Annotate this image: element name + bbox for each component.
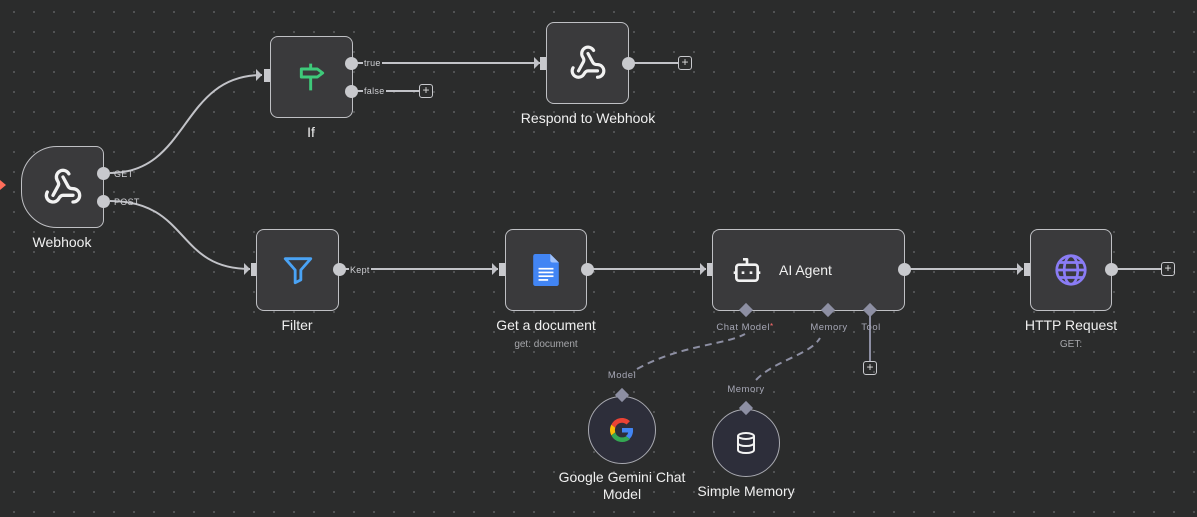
output-port-false[interactable]	[345, 85, 358, 98]
port-label-kept: Kept	[349, 265, 371, 275]
signpost-icon	[299, 63, 324, 91]
add-node-after-http-button[interactable]: +	[1161, 262, 1175, 276]
robot-icon	[733, 258, 761, 282]
input-port-http[interactable]	[1024, 263, 1031, 276]
edge-gemini-to-agent-chatmodel	[636, 333, 746, 370]
node-label-agent: AI Agent	[779, 262, 832, 278]
connector-label-tool: Tool	[861, 322, 881, 333]
node-filter[interactable]	[256, 229, 339, 311]
node-respond-to-webhook[interactable]	[546, 22, 629, 104]
funnel-icon	[283, 257, 312, 285]
node-webhook[interactable]	[21, 146, 104, 228]
add-node-after-respond-button[interactable]: +	[678, 56, 692, 70]
node-label-memory: Simple Memory	[697, 483, 795, 499]
input-port-filter[interactable]	[251, 263, 258, 276]
node-gemini-chat-model[interactable]	[588, 396, 656, 464]
port-label-post: POST	[114, 197, 140, 207]
connector-label-memory-out: Memory	[727, 384, 765, 395]
chat-model-text: Chat Model	[716, 322, 770, 333]
node-label-if: If	[307, 124, 315, 140]
node-subtitle-getdoc: get: document	[514, 339, 578, 350]
output-port-http[interactable]	[1105, 263, 1118, 276]
node-if[interactable]	[270, 36, 353, 118]
output-port-respond[interactable]	[622, 57, 635, 70]
edge-memory-to-agent-memory	[755, 337, 821, 381]
edge-webhook-get-to-if	[109, 74, 263, 174]
node-ai-agent[interactable]: AI Agent	[712, 229, 905, 311]
add-tool-button[interactable]: +	[863, 361, 877, 375]
connector-label-model: Model	[607, 370, 637, 381]
output-port-agent[interactable]	[898, 263, 911, 276]
node-label-webhook: Webhook	[32, 234, 92, 250]
edge-webhook-post-to-filter	[109, 200, 251, 270]
output-port-true[interactable]	[345, 57, 358, 70]
connector-label-memory: Memory	[810, 322, 848, 333]
output-port-getdoc[interactable]	[581, 263, 594, 276]
input-port-getdoc[interactable]	[499, 263, 506, 276]
output-port-get[interactable]	[97, 167, 110, 180]
node-label-gemini-line1: Google Gemini Chat	[558, 469, 686, 485]
output-port-post[interactable]	[97, 195, 110, 208]
node-label-getdoc: Get a document	[496, 317, 596, 333]
database-icon	[737, 432, 755, 455]
webhook-icon	[570, 45, 605, 79]
input-port-if[interactable]	[264, 69, 271, 82]
globe-icon	[1055, 254, 1087, 286]
node-label-gemini-line2: Model	[602, 486, 642, 502]
add-node-after-false-button[interactable]: +	[419, 84, 433, 98]
trigger-indicator-icon	[0, 180, 6, 190]
required-marker: *	[769, 322, 774, 331]
output-port-kept[interactable]	[333, 263, 346, 276]
port-label-true: true	[363, 58, 382, 68]
webhook-icon	[44, 168, 81, 204]
node-label-http: HTTP Request	[1024, 317, 1118, 333]
node-label-respond: Respond to Webhook	[520, 110, 656, 126]
node-get-document[interactable]	[505, 229, 587, 311]
node-label-filter: Filter	[281, 317, 313, 333]
node-http-request[interactable]	[1030, 229, 1112, 311]
port-label-false: false	[363, 86, 386, 96]
node-subtitle-http: GET:	[1059, 339, 1083, 350]
port-label-get: GET	[114, 169, 134, 179]
connector-label-chat-model: Chat Model*	[716, 322, 773, 333]
input-port-agent[interactable]	[707, 263, 714, 276]
node-simple-memory[interactable]	[712, 409, 780, 477]
google-docs-icon	[533, 254, 559, 286]
google-g-icon	[610, 418, 634, 442]
input-port-respond[interactable]	[540, 57, 547, 70]
